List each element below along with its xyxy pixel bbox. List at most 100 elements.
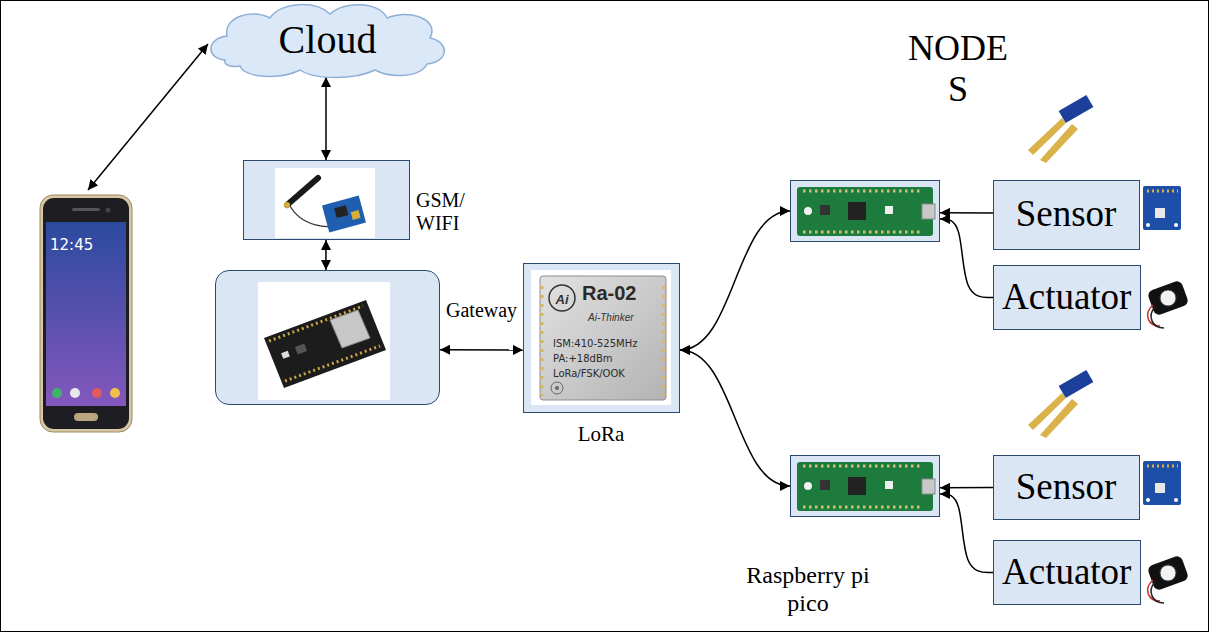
esp32-board-illustration bbox=[264, 300, 386, 388]
pico-board-illustration bbox=[797, 462, 933, 511]
sensor-module-illustration bbox=[1143, 461, 1181, 505]
label-slot: Ai-Thinker bbox=[588, 307, 634, 325]
sensor-module-illustration bbox=[1143, 186, 1181, 230]
spec-text: ISM:410-525MHz bbox=[553, 338, 637, 350]
process-label: Actuator bbox=[1002, 276, 1131, 319]
connector-arrow bbox=[940, 219, 993, 297]
sensor-module-illustration bbox=[1174, 223, 1178, 227]
lora-chip-illustration bbox=[549, 285, 575, 311]
text-slot: GSM/ WIFI bbox=[416, 189, 476, 235]
esp32-board-illustration bbox=[258, 282, 390, 400]
gsm-module-illustration bbox=[334, 205, 348, 218]
pico-board-illustration bbox=[922, 479, 935, 494]
text-slot: Actuator bbox=[994, 551, 1139, 594]
cloud-shape: Cloud bbox=[205, 0, 450, 80]
sensor-module-illustration bbox=[1174, 498, 1178, 502]
esp32-board-illustration bbox=[295, 344, 307, 355]
pico-board-illustration bbox=[848, 202, 866, 220]
connector-arrow bbox=[680, 350, 790, 486]
pico-board-illustration bbox=[804, 207, 812, 215]
smartphone-illustration bbox=[40, 195, 132, 432]
process-label: Sensor bbox=[1016, 466, 1117, 509]
sensor-module-illustration bbox=[1155, 483, 1165, 493]
soil-probe-illustration bbox=[1059, 95, 1094, 123]
pico-board-illustration bbox=[797, 187, 935, 236]
sensor-box: Sensor bbox=[993, 180, 1140, 250]
pico-board-illustration bbox=[803, 506, 920, 509]
process-label: Actuator bbox=[1002, 551, 1131, 594]
group-heading: NODES bbox=[905, 28, 1011, 111]
lora-chip-illustration bbox=[555, 386, 559, 390]
sensor-module-illustration bbox=[1146, 223, 1150, 227]
label-slot: 12:45 bbox=[50, 236, 93, 254]
flow-sensor-illustration bbox=[1151, 582, 1164, 603]
pico-board-illustration bbox=[803, 231, 920, 234]
label-slot: NODES bbox=[905, 28, 1011, 111]
logo-text: Ai bbox=[556, 293, 569, 308]
label-slot: PA:+18dBm bbox=[553, 348, 612, 366]
spec-text: LoRa/FSK/OOK bbox=[553, 368, 625, 380]
connector-arrow bbox=[325, 240, 327, 270]
text-slot: Raspberry pi pico bbox=[743, 562, 873, 617]
connector-arrow bbox=[940, 212, 993, 214]
pico-board-illustration bbox=[848, 477, 866, 495]
lora-chip-illustration bbox=[663, 286, 666, 396]
soil-probe-illustration bbox=[1028, 393, 1066, 430]
sensor-module-illustration bbox=[1143, 186, 1181, 230]
pico-board-illustration bbox=[820, 480, 830, 490]
label-slot: ISM:410-525MHz bbox=[553, 333, 637, 351]
gsm-module-illustration bbox=[275, 168, 375, 238]
actuator-box: Actuator bbox=[993, 265, 1141, 330]
soil-probe-illustration bbox=[1028, 370, 1093, 438]
gsm-module-illustration bbox=[287, 178, 318, 205]
smartphone-illustration bbox=[72, 208, 100, 211]
pico-board-illustration bbox=[804, 482, 812, 490]
pico-board-illustration bbox=[797, 187, 933, 236]
smartphone-illustration bbox=[106, 208, 111, 213]
part-number: Ra-02 bbox=[582, 282, 636, 305]
lora-chip-illustration bbox=[551, 382, 563, 394]
text-slot: Cloud bbox=[205, 17, 450, 63]
gateway-label: Gateway bbox=[446, 299, 517, 322]
connector-arrow bbox=[940, 494, 993, 572]
module-label: LoRa bbox=[578, 422, 625, 446]
soil-probe-illustration bbox=[1040, 124, 1078, 163]
smartphone-illustration bbox=[40, 195, 132, 432]
module-label: GSM/ WIFI bbox=[416, 189, 476, 235]
soil-probe-illustration bbox=[1040, 399, 1078, 438]
smartphone-illustration bbox=[43, 198, 129, 429]
sensor-module-illustration bbox=[1155, 208, 1165, 218]
pico-board-illustration bbox=[803, 465, 920, 468]
smartphone-illustration bbox=[92, 388, 102, 398]
lora-chip-illustration bbox=[531, 270, 671, 405]
flow-sensor-illustration bbox=[1160, 290, 1176, 306]
connector-arrow bbox=[440, 349, 523, 351]
clock-text: 12:45 bbox=[50, 237, 93, 254]
pico-board-illustration bbox=[803, 190, 920, 193]
soil-probe-illustration bbox=[1028, 95, 1093, 163]
phone-cloud-arrow bbox=[88, 44, 208, 190]
soil-probe-illustration bbox=[1028, 118, 1066, 155]
sensor-module-illustration bbox=[1143, 461, 1181, 505]
connector-arrow bbox=[325, 77, 327, 160]
lora-chip-illustration bbox=[540, 276, 666, 400]
actuator-box: Actuator bbox=[993, 540, 1141, 605]
text-slot: Sensor bbox=[994, 193, 1138, 236]
flow-sensor-illustration bbox=[1151, 307, 1164, 328]
gsm-module-illustration bbox=[284, 202, 290, 208]
cloud-label: Cloud bbox=[279, 17, 377, 63]
sensor-module-illustration bbox=[1147, 190, 1178, 193]
spec-text: PA:+18dBm bbox=[553, 353, 612, 365]
esp32-board-illustration bbox=[258, 282, 390, 400]
flow-sensor-illustration bbox=[1160, 565, 1176, 581]
sensor-module-illustration bbox=[1147, 465, 1178, 468]
esp32-board-illustration bbox=[281, 351, 290, 359]
text-slot: Sensor bbox=[994, 466, 1138, 509]
flow-sensor-illustration bbox=[1147, 280, 1190, 328]
label-slot: Ra-02 bbox=[582, 282, 636, 305]
soil-probe-illustration bbox=[1059, 370, 1094, 398]
flow-sensor-illustration bbox=[1147, 555, 1190, 603]
pico-board-illustration bbox=[820, 205, 830, 215]
